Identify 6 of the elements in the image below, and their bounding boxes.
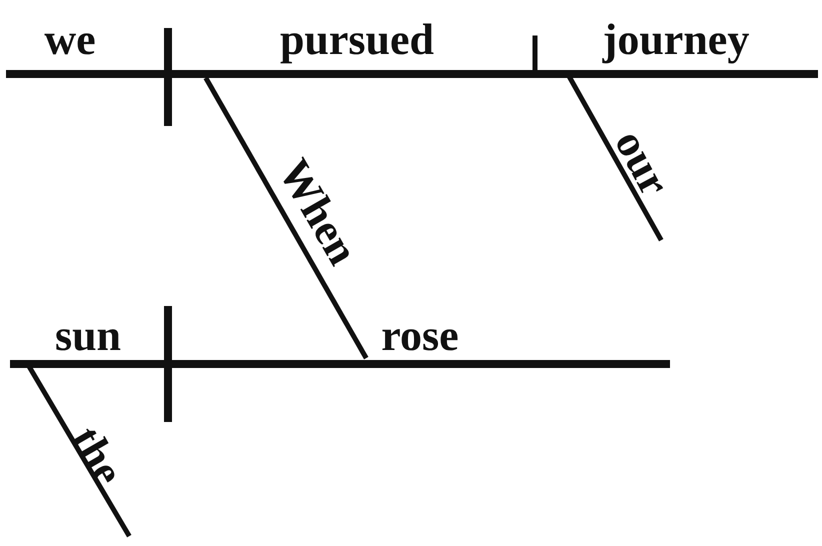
diagram-word: rose [381,314,459,358]
diagram-word: sun [54,314,122,358]
diagram-word: journey [602,18,750,62]
diagram-word: pursued [280,18,434,62]
diagram-word: we [44,18,96,62]
diagram-word: our [607,124,677,202]
